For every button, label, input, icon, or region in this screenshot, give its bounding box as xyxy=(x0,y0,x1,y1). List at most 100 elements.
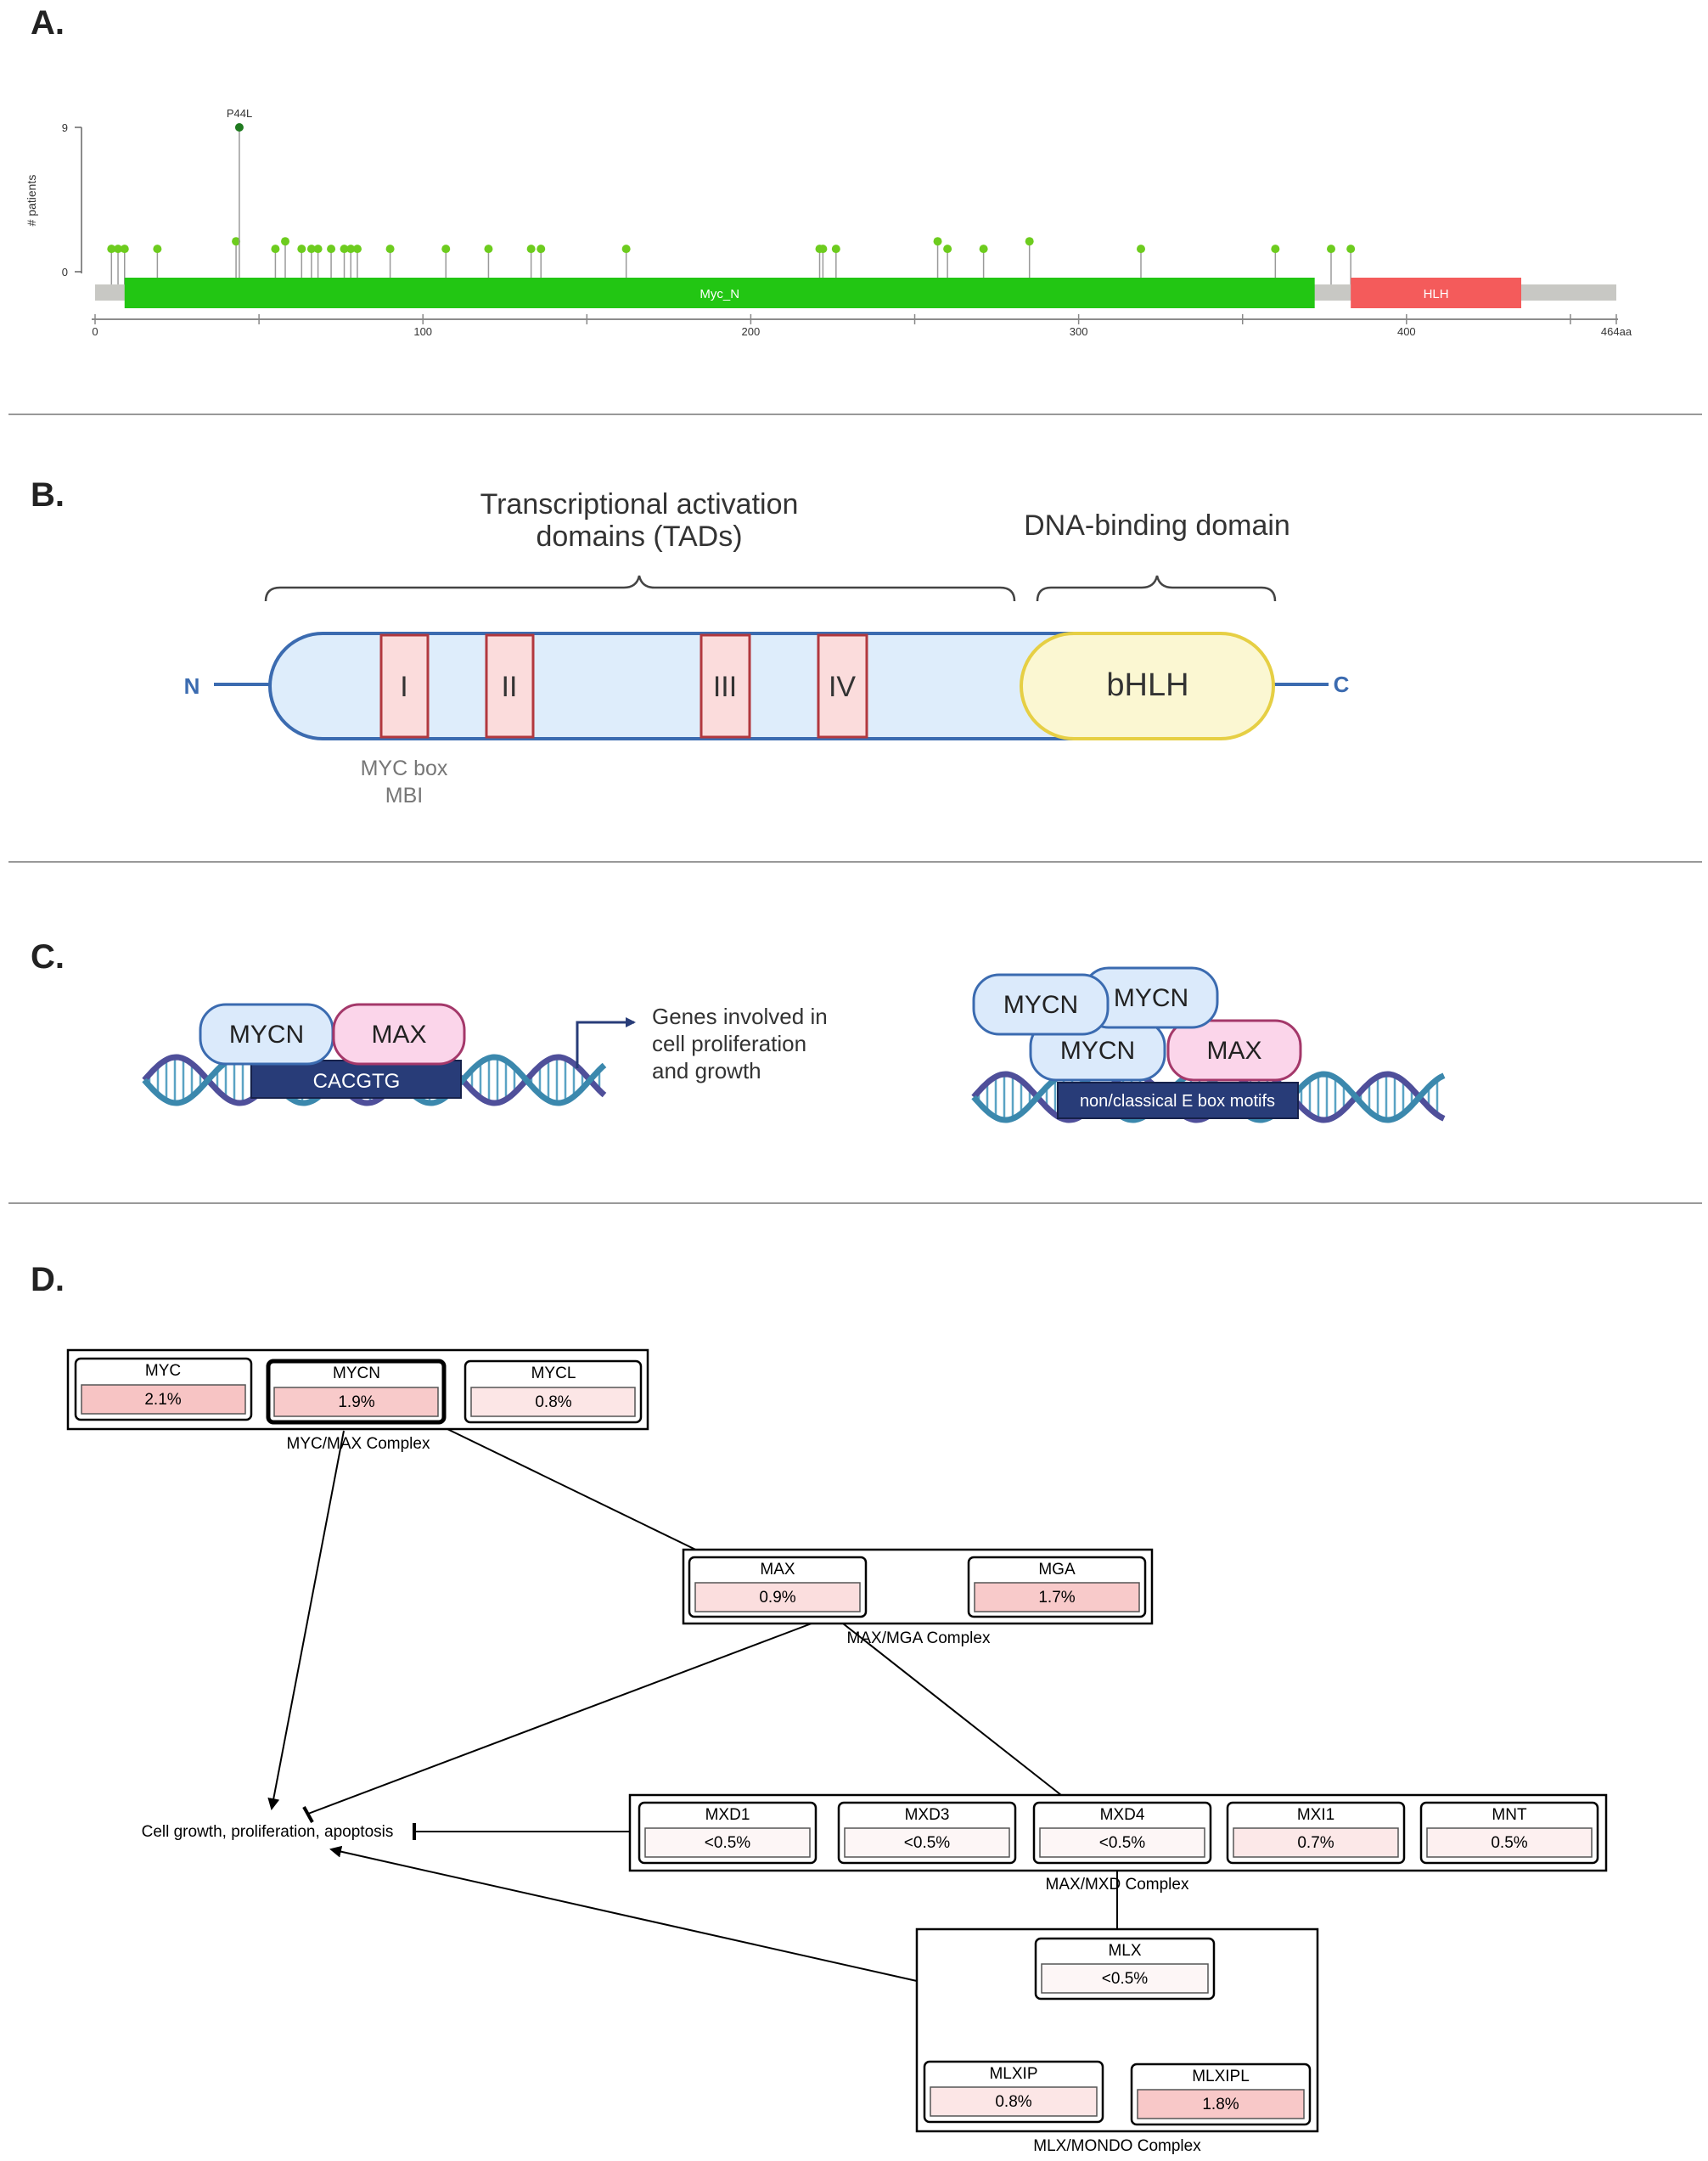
mutation-dot[interactable] xyxy=(484,245,493,254)
panel-label-b: B. xyxy=(31,476,65,514)
mutation-dot[interactable] xyxy=(340,245,349,254)
n-terminus-label: N xyxy=(184,673,200,699)
mutation-dot[interactable] xyxy=(153,245,162,254)
bhlh-label: bHLH xyxy=(1106,667,1188,703)
mutation-dot[interactable] xyxy=(114,245,123,254)
x-tick-label: 100 xyxy=(413,325,432,338)
mutation-dot[interactable] xyxy=(933,237,942,246)
ebox-label: non/classical E box motifs xyxy=(1080,1092,1275,1111)
gene-pct-box-mga xyxy=(974,1582,1140,1612)
pathway-network: MYC 2.1% MYCN 1.9% MYCL 0.8% MYC/MAX Com… xyxy=(66,1348,1608,2155)
domain-hlh[interactable] xyxy=(1351,278,1521,308)
gene-node-mxd3: MXD3<0.5% xyxy=(837,1801,1017,1865)
y-axis-label: # patients xyxy=(25,175,38,227)
tad-title-line2: domains (TADs) xyxy=(536,521,742,553)
gene-name-mxd1: MXD1 xyxy=(705,1806,750,1824)
gene-pct-box-mxi1 xyxy=(1233,1827,1399,1858)
mlx-mondo-complex-label: MLX/MONDO Complex xyxy=(1033,2137,1201,2155)
panel-label-d: D. xyxy=(31,1261,65,1298)
gene-node-mlxipl: MLXIPL 1.8% xyxy=(1130,2063,1312,2126)
gene-name-mga: MGA xyxy=(1038,1561,1076,1579)
gene-node-myc: MYC 2.1% xyxy=(74,1357,253,1421)
transcription-arrow xyxy=(576,1017,636,1068)
mycn-right-left xyxy=(972,973,1110,1036)
mxd-gene-nodes: MXD1<0.5%MXD3<0.5%MXD4<0.5%MXI10.7%MNT0.… xyxy=(638,1801,1599,1865)
ebox-box xyxy=(1057,1082,1299,1119)
mutation-dot[interactable] xyxy=(313,245,323,254)
mutation-dot[interactable] xyxy=(120,245,129,254)
myc-box-caption-line2: MBI xyxy=(385,784,423,808)
mutation-dot[interactable] xyxy=(1025,237,1034,246)
mutation-dot[interactable] xyxy=(943,245,952,254)
mutation-dot[interactable] xyxy=(621,245,631,254)
gene-pct-mga: 1.7% xyxy=(1038,1589,1075,1607)
gene-name-mycl: MYCL xyxy=(531,1365,576,1382)
mutation-dot[interactable] xyxy=(297,245,306,254)
myc-box-iv: IV xyxy=(817,633,868,739)
myc-box-iii-label: III xyxy=(713,671,737,703)
gene-pct-box-mycn xyxy=(273,1387,439,1417)
myc-box-ii-label: II xyxy=(502,671,518,703)
mutation-dot[interactable] xyxy=(979,245,988,254)
gene-pct-myc: 2.1% xyxy=(144,1391,181,1409)
bhlh-domain xyxy=(1020,632,1275,740)
gene-name-myc: MYC xyxy=(145,1362,181,1380)
mutation-dot[interactable] xyxy=(831,245,840,254)
gene-pct-mycl: 0.8% xyxy=(535,1393,571,1411)
gene-pct-box-mxd1 xyxy=(644,1827,811,1858)
myc-box-iv-label: IV xyxy=(829,671,856,703)
mutation-dot[interactable] xyxy=(346,245,356,254)
gene-pct-mxd1: <0.5% xyxy=(705,1834,751,1852)
domain-label: Myc_N xyxy=(699,287,739,301)
mutation-dot[interactable] xyxy=(1327,245,1335,254)
gene-pct-mnt: 0.5% xyxy=(1491,1834,1527,1852)
edge-mycmax-maxmga xyxy=(447,1428,711,1557)
mutation-dot[interactable] xyxy=(327,245,336,254)
dbd-brace xyxy=(1036,575,1277,602)
gene-pct-mlxip: 0.8% xyxy=(995,2093,1031,2111)
panel-label-c: C. xyxy=(31,938,65,976)
domain-label: HLH xyxy=(1424,287,1449,301)
mutation-dot[interactable] xyxy=(1346,245,1356,254)
gene-node-mlxip: MLXIP 0.8% xyxy=(923,2060,1104,2124)
y-tick-label-0: 0 xyxy=(62,266,68,279)
gene-node-mycn: MYCN 1.9% xyxy=(266,1359,447,1425)
mycn-right-bottom-label: MYCN xyxy=(1060,1037,1135,1065)
gene-pct-box-mxd4 xyxy=(1039,1827,1205,1858)
tad-title-line1: Transcriptional activation xyxy=(480,488,799,521)
gene-node-max: MAX 0.9% xyxy=(688,1556,868,1618)
dbd-title: DNA-binding domain xyxy=(1024,509,1290,542)
cacgtg-box xyxy=(250,1060,462,1099)
dna-binding-schematic: CACGTG MYCN MAX Genes involved in cell p… xyxy=(142,966,1446,1123)
myc-box-i: I xyxy=(379,633,430,739)
gene-name-mycn: MYCN xyxy=(333,1365,380,1382)
max-left-label: MAX xyxy=(371,1021,426,1049)
panel-label-a: A. xyxy=(31,4,65,42)
mutation-dot[interactable] xyxy=(232,237,241,246)
myc-box-ii: II xyxy=(485,633,535,739)
max-mxd-complex-label: MAX/MXD Complex xyxy=(1046,1876,1189,1894)
mutation-dot[interactable] xyxy=(107,245,116,254)
mutation-dot[interactable] xyxy=(1271,245,1280,254)
mutation-dot[interactable] xyxy=(271,245,280,254)
gene-name-mxi1: MXI1 xyxy=(1297,1806,1334,1824)
mutation-dot[interactable] xyxy=(306,245,316,254)
domain-myc-n[interactable] xyxy=(124,278,1315,308)
mutation-dot[interactable] xyxy=(818,245,828,254)
mutation-dot[interactable] xyxy=(385,245,395,254)
gene-name-mxd4: MXD4 xyxy=(1100,1806,1145,1824)
mutation-dot[interactable] xyxy=(1137,245,1145,254)
mutation-dot[interactable] xyxy=(537,245,546,254)
cacgtg-label: CACGTG xyxy=(313,1070,401,1093)
mutation-dot[interactable] xyxy=(281,237,289,246)
edge-maxmga-outcome-bar xyxy=(302,1806,314,1823)
x-tick-label: 464aa xyxy=(1601,325,1632,338)
mutation-dot[interactable] xyxy=(234,123,244,132)
gene-pct-box-mycl xyxy=(470,1387,636,1417)
mutation-dot[interactable] xyxy=(441,245,451,254)
c-terminus-label: C xyxy=(1334,672,1350,697)
mutation-dot[interactable] xyxy=(526,245,536,254)
edge-maxmga-maxmxd xyxy=(842,1623,1062,1796)
mutation-dot[interactable] xyxy=(352,245,362,254)
